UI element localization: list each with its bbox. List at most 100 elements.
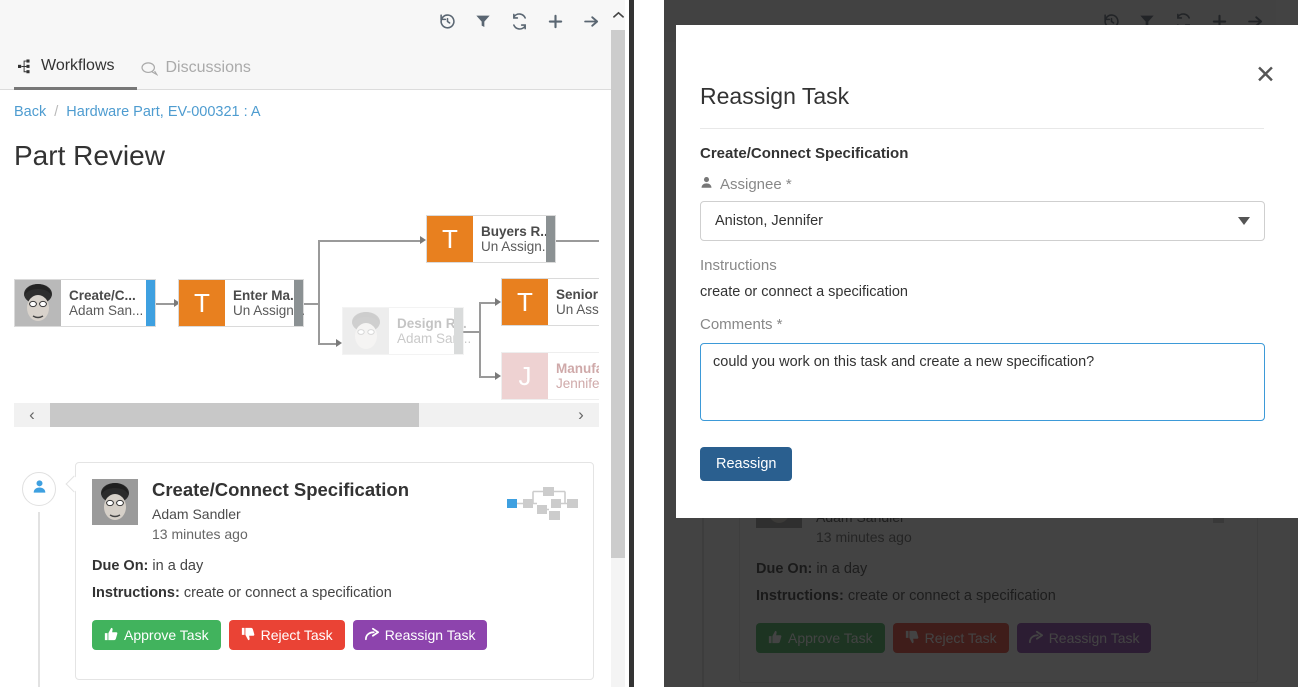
page-title: Part Review <box>14 140 165 171</box>
task-action-buttons-clone: Approve Task Reject Task Reassign Task <box>740 615 1257 654</box>
task-due-label: Due On: <box>756 561 813 578</box>
tab-discussions[interactable]: Discussions <box>137 59 269 89</box>
thumbs-up-icon <box>104 627 118 643</box>
approve-task-button[interactable]: Approve Task <box>92 620 221 651</box>
task-card-body: Due On: in a day Instructions: create or… <box>76 542 593 601</box>
breadcrumb-separator: / <box>54 104 59 120</box>
connector-arrow <box>336 339 342 347</box>
reassign-task-modal: ✕ Reassign Task Create/Connect Specifica… <box>676 25 1298 518</box>
workflow-node[interactable]: T Buyers R... Un Assign... <box>426 215 556 263</box>
share-arrow-icon <box>1028 630 1043 646</box>
task-card-body-clone: Due On: in a day Instructions: create or… <box>740 545 1257 604</box>
tab-workflows-label: Workflows <box>41 57 115 74</box>
app-window: Workflows Discussions Back / Hardware Pa… <box>0 0 634 687</box>
node-name: Manufac <box>556 361 599 376</box>
node-name: Create/C... <box>69 288 136 303</box>
share-arrow-icon <box>364 627 379 643</box>
reassign-task-label: Reassign Task <box>1048 630 1140 647</box>
task-due-value: in a day <box>152 558 204 575</box>
node-name: Enter Ma... <box>233 288 302 303</box>
reject-task-label: Reject Task <box>924 630 997 647</box>
connector-line <box>479 302 481 377</box>
node-status-bar <box>294 280 303 326</box>
diagram-horizontal-scrollbar[interactable]: ‹ › <box>14 403 599 427</box>
task-instructions-value: create or connect a specification <box>847 588 1056 605</box>
task-title: Create/Connect Specification <box>152 479 410 500</box>
workflow-diagram[interactable]: Create/C... Adam San... T Enter Ma... Un… <box>14 195 599 400</box>
connector-line <box>318 343 338 345</box>
arrow-right-icon[interactable] <box>582 12 600 30</box>
task-due-label: Due On: <box>92 558 149 575</box>
node-assignee: Adam San... <box>397 331 472 346</box>
connector-line <box>156 303 176 305</box>
task-instructions-value: create or connect a specification <box>183 585 392 602</box>
reassign-task-label: Reassign Task <box>384 627 476 644</box>
connector-arrow <box>495 372 501 380</box>
scroll-track[interactable] <box>50 403 563 427</box>
scroll-left-arrow[interactable]: ‹ <box>29 405 35 424</box>
timeline-connector-clone <box>702 512 704 687</box>
node-name: Design R... <box>397 316 467 331</box>
scroll-thumb-vertical[interactable] <box>611 30 625 558</box>
thumbs-down-icon <box>241 627 255 643</box>
avatar <box>92 479 138 525</box>
task-card: Create/Connect Specification Adam Sandle… <box>75 462 594 680</box>
node-status-bar <box>146 280 155 326</box>
node-name: Buyers R... <box>481 224 552 239</box>
connector-arrow <box>495 298 501 306</box>
reassign-task-button[interactable]: Reassign Task <box>352 620 488 651</box>
reassign-submit-button[interactable]: Reassign <box>700 447 793 481</box>
tab-workflows[interactable]: Workflows <box>14 57 137 90</box>
task-timestamp: 13 minutes ago <box>152 526 248 543</box>
approve-task-button: Approve Task <box>756 623 885 654</box>
scroll-up-arrow[interactable] <box>611 0 625 30</box>
task-instructions-label: Instructions: <box>756 588 844 605</box>
breadcrumb-back[interactable]: Back <box>14 104 47 120</box>
node-assignee: Jennifer <box>556 376 599 391</box>
node-avatar-initial: T <box>427 216 473 262</box>
task-instructions-row: Instructions: create or connect a specif… <box>756 588 1241 604</box>
top-toolbar <box>0 0 612 42</box>
connector-line <box>302 303 320 305</box>
assignee-label: Assignee * <box>720 176 792 193</box>
node-avatar-photo <box>15 280 61 326</box>
modal-section-title: Create/Connect Specification <box>700 145 909 162</box>
instructions-text: create or connect a specification <box>700 284 908 300</box>
connector-line <box>479 302 497 304</box>
timeline-connector <box>38 512 40 687</box>
workflow-mini-diagram-icon[interactable] <box>507 485 579 526</box>
workflow-node[interactable]: T Senior D Un Assig <box>501 278 599 326</box>
plus-icon[interactable] <box>546 12 564 30</box>
thumbs-up-icon <box>768 630 782 646</box>
thumbs-down-icon <box>905 630 919 646</box>
filter-icon[interactable] <box>474 12 492 30</box>
node-name: Senior D <box>556 287 599 302</box>
reject-task-button[interactable]: Reject Task <box>228 620 345 651</box>
connector-arrow <box>420 236 426 244</box>
task-instructions-label: Instructions: <box>92 585 180 602</box>
task-timestamp: 13 minutes ago <box>816 529 912 546</box>
comment-icon <box>140 61 158 76</box>
reassign-task-button: Reassign Task <box>1016 623 1152 654</box>
approve-task-label: Approve Task <box>124 627 209 644</box>
refresh-icon[interactable] <box>510 12 528 30</box>
assignee-select[interactable]: Aniston, Jennifer <box>700 201 1265 241</box>
node-status-bar <box>454 308 463 354</box>
workflow-node[interactable]: Create/C... Adam San... <box>14 279 156 327</box>
task-due-row: Due On: in a day <box>92 558 577 574</box>
close-icon[interactable]: ✕ <box>1255 61 1276 89</box>
connector-line <box>555 240 599 242</box>
scroll-thumb[interactable] <box>50 403 420 427</box>
workflow-node[interactable]: T Enter Ma... Un Assign... <box>178 279 305 327</box>
breadcrumb-current[interactable]: Hardware Part, EV-000321 : A <box>66 104 261 120</box>
comments-textarea[interactable] <box>700 343 1265 421</box>
workflow-node[interactable]: Design R... Adam San... <box>342 307 472 355</box>
node-assignee: Un Assig <box>556 302 599 317</box>
workflow-node[interactable]: J Manufac Jennifer <box>501 352 599 400</box>
scroll-right-arrow[interactable]: › <box>578 405 584 424</box>
window-edge <box>629 0 634 687</box>
reject-task-button: Reject Task <box>892 623 1009 654</box>
modal-divider <box>700 128 1264 129</box>
history-icon[interactable] <box>438 12 456 30</box>
page-vertical-scrollbar[interactable] <box>611 0 625 687</box>
